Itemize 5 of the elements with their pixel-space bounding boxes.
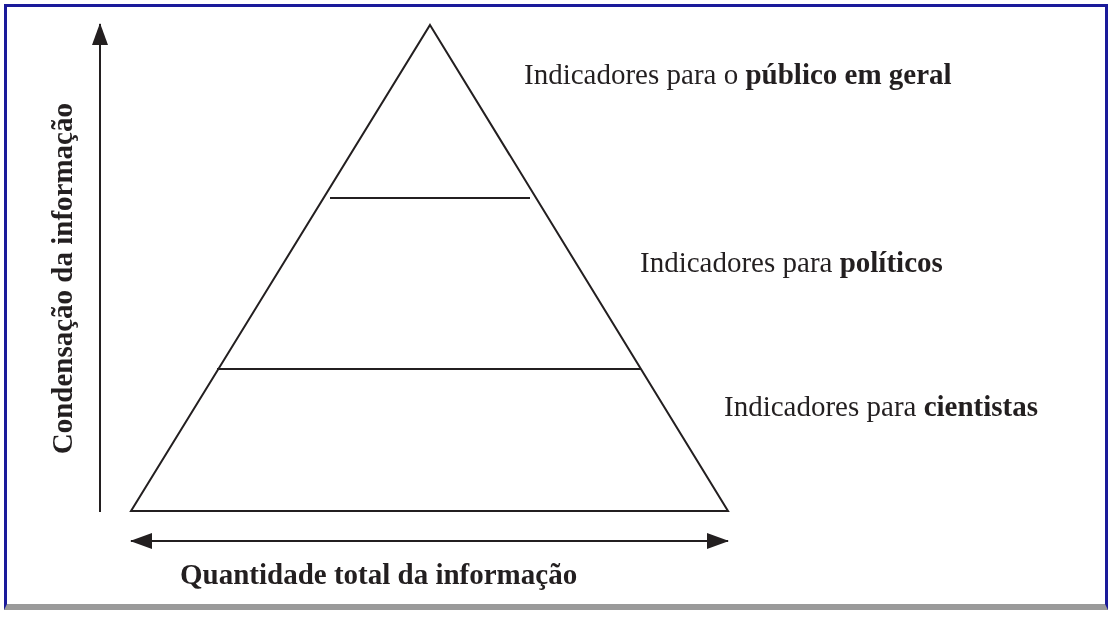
axis-label: Condensação da informação [46, 103, 79, 455]
tier-label: Indicadores para políticos [640, 246, 943, 279]
axis-label: Quantidade total da informação [180, 558, 578, 591]
tier-label: Indicadores para o público em geral [524, 58, 952, 91]
tier-label: Indicadores para cientistas [724, 390, 1039, 423]
